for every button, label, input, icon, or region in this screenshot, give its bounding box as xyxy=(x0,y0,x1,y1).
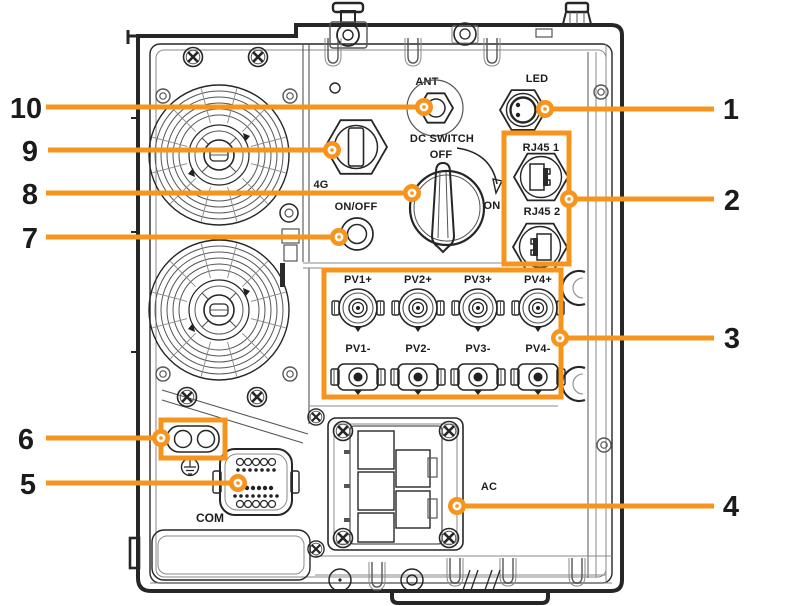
rj45-ports: RJ45 1 RJ45 2 xyxy=(512,142,569,272)
dc-switch: DC SWITCH OFF ON xyxy=(408,133,504,254)
callout-dot-9 xyxy=(323,141,341,159)
callout-leader-lines xyxy=(46,104,714,509)
callout-number-8: 8 xyxy=(22,179,38,211)
pv2-minus-label: PV2- xyxy=(405,343,430,355)
callout-dot-6 xyxy=(152,429,170,447)
grounding-tab xyxy=(166,425,220,477)
led-indicator-port: LED xyxy=(498,73,549,131)
cooling-fan-bottom xyxy=(148,239,290,381)
callout-number-5: 5 xyxy=(20,469,36,501)
com-label: COM xyxy=(196,511,224,525)
callout-number-6: 6 xyxy=(18,424,34,456)
pv-terminals: PV1+ PV2+ PV3+ PV4+ PV1- PV2- PV3- PV4- xyxy=(330,274,566,396)
4g-label: 4G xyxy=(313,179,328,191)
rj45-2-label: RJ45 2 xyxy=(524,206,561,218)
led-label: LED xyxy=(526,73,549,85)
ac-label: AC xyxy=(481,481,497,493)
callout-overlay: 1 2 3 4 5 6 7 8 9 10 xyxy=(10,93,740,523)
callout-number-9: 9 xyxy=(22,136,38,168)
callout-number-10: 10 xyxy=(10,93,42,125)
callout-number-2: 2 xyxy=(724,185,740,217)
pv4-minus-label: PV4- xyxy=(525,343,550,355)
bottom-rail xyxy=(128,529,586,592)
callout-dot-1 xyxy=(536,100,554,118)
callout-dot-10 xyxy=(415,98,433,116)
left-seam-bracket xyxy=(279,203,300,287)
ant-label: ANT xyxy=(415,76,438,88)
callout-dot-7 xyxy=(330,228,348,246)
pv4-plus-label: PV4+ xyxy=(524,274,552,286)
callout-number-4: 4 xyxy=(723,491,739,523)
sim-4g-port: 4G xyxy=(313,119,389,191)
ac-terminal: AC xyxy=(306,407,497,559)
dc-switch-on-label: ON xyxy=(484,200,501,212)
top-mounting-hardware xyxy=(324,1,593,67)
callout-dot-8 xyxy=(403,184,421,202)
callout-dot-4 xyxy=(448,497,466,515)
callout-number-1: 1 xyxy=(723,94,739,126)
dc-switch-label: DC SWITCH xyxy=(410,133,474,145)
pv1-plus-label: PV1+ xyxy=(344,274,372,286)
dc-switch-off-label: OFF xyxy=(430,149,453,161)
callout-number-3: 3 xyxy=(724,323,740,355)
pv3-minus-label: PV3- xyxy=(465,343,490,355)
callout-number-7: 7 xyxy=(22,223,38,255)
pv3-plus-label: PV3+ xyxy=(464,274,492,286)
pv1-minus-label: PV1- xyxy=(345,343,370,355)
on-off-label: ON/OFF xyxy=(335,201,378,213)
pv2-plus-label: PV2+ xyxy=(404,274,432,286)
callout-dot-2 xyxy=(560,190,578,208)
rj45-1-label: RJ45 1 xyxy=(523,142,560,154)
callout-dot-5 xyxy=(229,474,247,492)
callout-dot-3 xyxy=(551,329,569,347)
